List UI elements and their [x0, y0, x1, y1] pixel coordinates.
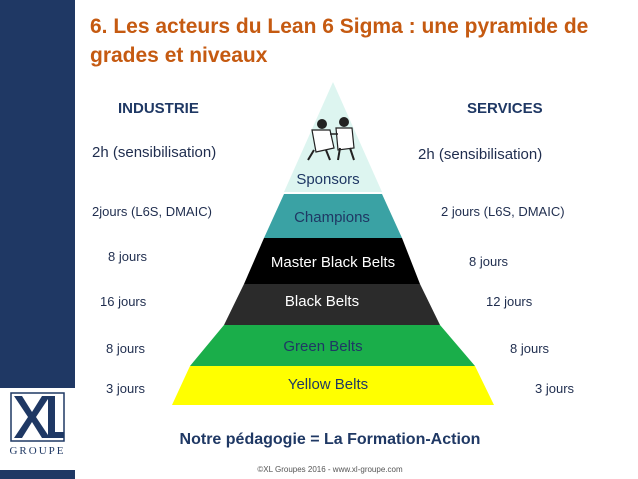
level-sponsors [284, 82, 382, 192]
services-sponsors: 2h (sensibilisation) [418, 146, 543, 163]
level-label-green-belts: Green Belts [283, 338, 362, 355]
industrie-green-belts: 8 jours [106, 341, 146, 356]
services-master-black-belts: 8 jours [469, 254, 509, 269]
judo-fighters-icon [307, 117, 355, 161]
industrie-black-belts: 16 jours [100, 294, 147, 309]
level-label-master-black-belts: Master Black Belts [271, 254, 395, 271]
level-label-black-belts: Black Belts [285, 293, 359, 310]
page-title: 6. Les acteurs du Lean 6 Sigma : une pyr… [90, 15, 589, 67]
column-header-services: SERVICES [467, 100, 543, 117]
level-yellow-belts [172, 366, 494, 405]
level-champions [264, 194, 402, 238]
industrie-sponsors: 2h (sensibilisation) [92, 144, 217, 161]
level-master-black-belts [244, 238, 420, 284]
level-green-belts [190, 325, 475, 366]
industrie-champions: 2jours (L6S, DMAIC) [92, 204, 212, 219]
copyright-text: ©XL Groupes 2016 - www.xl-groupe.com [257, 465, 403, 474]
services-green-belts: 8 jours [510, 341, 550, 356]
level-black-belts [224, 284, 440, 325]
services-yellow-belts: 3 jours [535, 381, 575, 396]
logo-text: GROUPE [9, 445, 66, 457]
column-header-industrie: INDUSTRIE [118, 100, 199, 117]
industrie-master-black-belts: 8 jours [108, 249, 148, 264]
level-label-champions: Champions [294, 209, 370, 226]
services-champions: 2 jours (L6S, DMAIC) [441, 204, 565, 219]
footer-tagline: Notre pédagogie = La Formation-Action [179, 431, 481, 448]
level-label-sponsors: Sponsors [296, 171, 359, 188]
level-label-yellow-belts: Yellow Belts [288, 376, 368, 393]
industrie-yellow-belts: 3 jours [106, 381, 146, 396]
services-black-belts: 12 jours [486, 294, 533, 309]
xl-logo-icon [10, 392, 65, 442]
xl-groupe-logo: GROUPE [0, 388, 75, 470]
